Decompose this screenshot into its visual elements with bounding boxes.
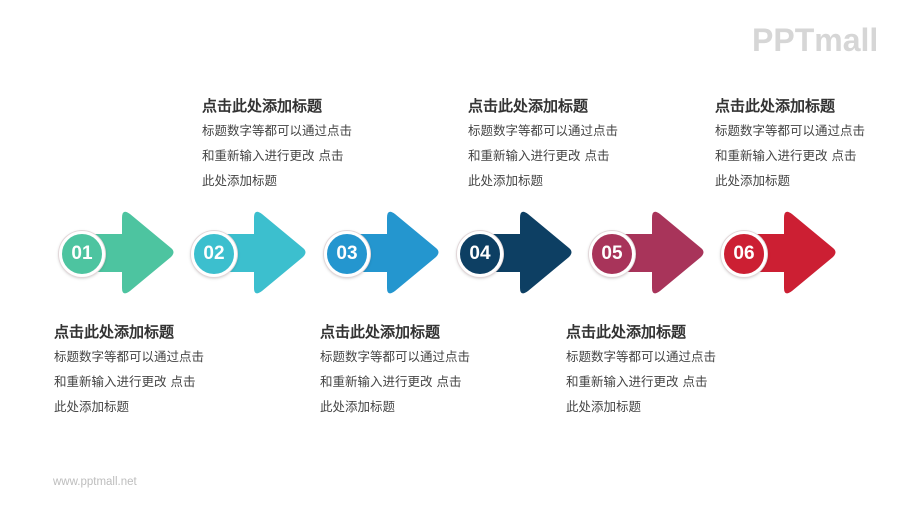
step-04-text: 点击此处添加标题 标题数字等都可以通过点击 和重新输入进行更改 点击 此处添加标… bbox=[468, 94, 658, 193]
step-desc-line: 标题数字等都可以通过点击 bbox=[468, 123, 619, 138]
arrow-right-icon bbox=[620, 211, 704, 294]
arrow-right-icon bbox=[355, 211, 439, 294]
step-desc-line: 此处添加标题 bbox=[715, 173, 791, 188]
step-title: 点击此处添加标题 bbox=[468, 97, 589, 115]
step-desc-line: 标题数字等都可以通过点击 bbox=[320, 349, 471, 364]
step-02-arrow: 02 bbox=[182, 206, 317, 300]
step-desc-line: 此处添加标题 bbox=[566, 399, 642, 414]
step-number-badge: 01 bbox=[59, 231, 105, 277]
step-desc-line: 此处添加标题 bbox=[468, 173, 544, 188]
step-desc-line: 此处添加标题 bbox=[202, 173, 278, 188]
step-title: 点击此处添加标题 bbox=[715, 97, 836, 115]
step-title: 点击此处添加标题 bbox=[54, 323, 175, 341]
step-03-text: 点击此处添加标题 标题数字等都可以通过点击 和重新输入进行更改 点击 此处添加标… bbox=[320, 320, 510, 419]
arrow-right-icon bbox=[90, 211, 174, 294]
step-number-badge: 05 bbox=[589, 231, 635, 277]
arrow-right-icon bbox=[222, 211, 306, 294]
step-desc-line: 此处添加标题 bbox=[320, 399, 396, 414]
step-title: 点击此处添加标题 bbox=[320, 323, 441, 341]
step-02-text: 点击此处添加标题 标题数字等都可以通过点击 和重新输入进行更改 点击 此处添加标… bbox=[202, 94, 392, 193]
step-01-text: 点击此处添加标题 标题数字等都可以通过点击 和重新输入进行更改 点击 此处添加标… bbox=[54, 320, 244, 419]
step-04-arrow: 04 bbox=[448, 206, 583, 300]
step-desc-line: 标题数字等都可以通过点击 bbox=[715, 123, 866, 138]
step-number-badge: 06 bbox=[721, 231, 767, 277]
step-desc-line: 和重新输入进行更改 点击 bbox=[566, 374, 708, 389]
step-desc-line: 标题数字等都可以通过点击 bbox=[202, 123, 353, 138]
step-title: 点击此处添加标题 bbox=[566, 323, 687, 341]
step-number-badge: 03 bbox=[324, 231, 370, 277]
step-desc-line: 和重新输入进行更改 点击 bbox=[202, 148, 344, 163]
step-desc-line: 此处添加标题 bbox=[54, 399, 130, 414]
step-title: 点击此处添加标题 bbox=[202, 97, 323, 115]
step-06-arrow: 06 bbox=[712, 206, 847, 300]
arrow-right-icon bbox=[752, 211, 836, 294]
step-desc-line: 和重新输入进行更改 点击 bbox=[320, 374, 462, 389]
step-01-arrow: 01 bbox=[50, 206, 185, 300]
step-05-text: 点击此处添加标题 标题数字等都可以通过点击 和重新输入进行更改 点击 此处添加标… bbox=[566, 320, 756, 419]
step-desc-line: 和重新输入进行更改 点击 bbox=[468, 148, 610, 163]
step-05-arrow: 05 bbox=[580, 206, 715, 300]
footer-url: www.pptmall.net bbox=[53, 476, 137, 488]
step-desc-line: 和重新输入进行更改 点击 bbox=[715, 148, 857, 163]
pptmall-logo: PPTmall bbox=[752, 22, 879, 58]
step-number-badge: 04 bbox=[457, 231, 503, 277]
step-desc-line: 标题数字等都可以通过点击 bbox=[54, 349, 205, 364]
step-06-text: 点击此处添加标题 标题数字等都可以通过点击 和重新输入进行更改 点击 此处添加标… bbox=[715, 94, 900, 193]
step-desc-line: 和重新输入进行更改 点击 bbox=[54, 374, 196, 389]
arrow-right-icon bbox=[488, 211, 572, 294]
step-number-badge: 02 bbox=[191, 231, 237, 277]
step-03-arrow: 03 bbox=[315, 206, 450, 300]
step-desc-line: 标题数字等都可以通过点击 bbox=[566, 349, 717, 364]
